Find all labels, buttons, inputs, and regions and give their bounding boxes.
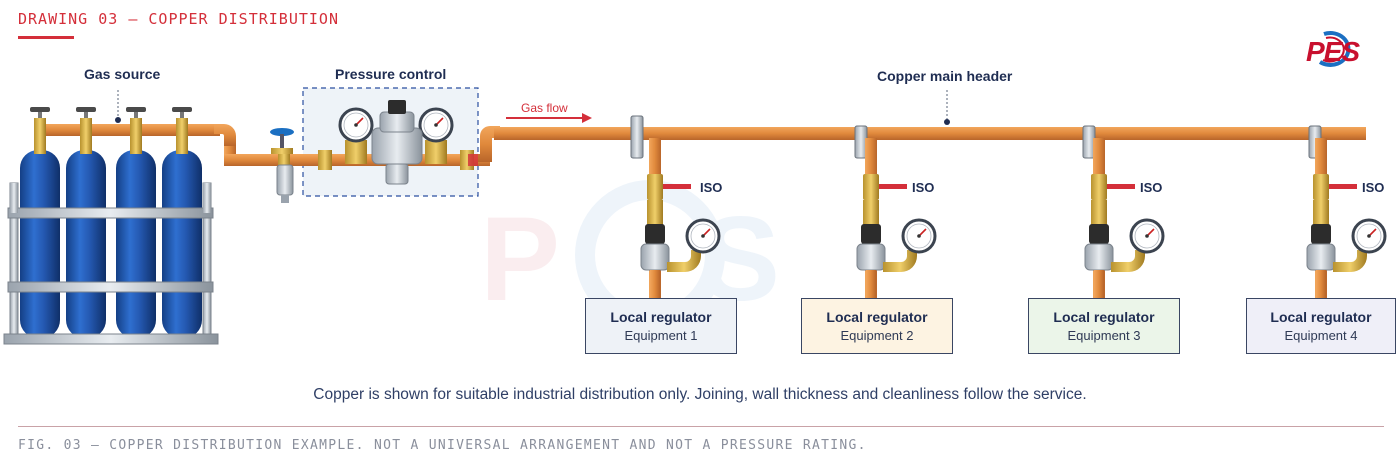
iso-handle-icon <box>1107 184 1135 189</box>
iso-valve-icon <box>1313 174 1329 200</box>
local-regulator-box-4: Local regulator Equipment 4 <box>1246 298 1396 354</box>
box-title: Local regulator <box>826 309 928 325</box>
box-subtitle: Equipment 1 <box>624 328 698 343</box>
local-regulator-icon <box>1084 243 1114 271</box>
local-regulator-box-1: Local regulator Equipment 1 <box>585 298 737 354</box>
regulator-knob-icon <box>861 224 881 244</box>
box-title: Local regulator <box>610 309 712 325</box>
gas-source-marker <box>115 117 121 123</box>
branch-2 <box>856 138 937 300</box>
header-marker <box>944 119 950 125</box>
footer-rule <box>18 426 1384 427</box>
copper-main-header <box>494 127 1366 140</box>
equipment-branches <box>640 138 1387 300</box>
pressure-gauge-icon <box>685 218 721 254</box>
iso-valve-label-3: ISO <box>1140 180 1163 195</box>
local-regulator-box-3: Local regulator Equipment 3 <box>1028 298 1180 354</box>
branch-1 <box>640 138 721 300</box>
pressure-gauge-icon <box>1351 218 1387 254</box>
copper-main-header-label: Copper main header <box>877 68 1013 84</box>
gas-flow-label: Gas flow <box>521 101 568 115</box>
box-subtitle: Equipment 4 <box>1284 328 1358 343</box>
figure-caption: FIG. 03 — COPPER DISTRIBUTION EXAMPLE. N… <box>18 438 867 453</box>
logo-text: PES <box>1306 36 1360 67</box>
branch-3 <box>1084 138 1165 300</box>
regulator-knob-icon <box>645 224 665 244</box>
box-subtitle: Equipment 3 <box>1067 328 1141 343</box>
local-regulator-icon <box>1306 243 1336 271</box>
regulator-knob-icon <box>1311 224 1331 244</box>
pressure-control-label: Pressure control <box>335 66 447 82</box>
box-title: Local regulator <box>1270 309 1372 325</box>
iso-valve-label-1: ISO <box>700 180 723 195</box>
pressure-gauge-icon <box>1129 218 1165 254</box>
gas-source-label: Gas source <box>84 66 161 82</box>
local-regulator-icon <box>856 243 886 271</box>
iso-handle-icon <box>1329 184 1357 189</box>
iso-valve-icon <box>647 174 663 200</box>
supply-pipe <box>224 128 300 203</box>
iso-valve-label-4: ISO <box>1362 180 1385 195</box>
iso-handle-icon <box>663 184 691 189</box>
cylinder-manifold <box>30 107 236 166</box>
local-regulator-box-2: Local regulator Equipment 2 <box>801 298 953 354</box>
svg-text:P: P <box>480 192 560 326</box>
box-title: Local regulator <box>1053 309 1155 325</box>
pes-logo: PES <box>1302 28 1378 72</box>
pressure-regulator-assembly <box>300 100 490 185</box>
drawing-title: DRAWING 03 — COPPER DISTRIBUTION <box>18 10 339 28</box>
pressure-gauge-icon <box>901 218 937 254</box>
iso-valve-icon <box>863 174 879 200</box>
iso-valve-icon <box>1091 174 1107 200</box>
iso-valve-label-2: ISO <box>912 180 935 195</box>
regulator-knob-icon <box>1089 224 1109 244</box>
box-subtitle: Equipment 2 <box>840 328 914 343</box>
branch-4 <box>1306 138 1387 300</box>
title-underline <box>18 36 74 39</box>
local-regulator-icon <box>640 243 670 271</box>
copper-note: Copper is shown for suitable industrial … <box>313 386 1087 403</box>
gas-cylinder-bank <box>3 130 219 345</box>
iso-handle-icon <box>879 184 907 189</box>
